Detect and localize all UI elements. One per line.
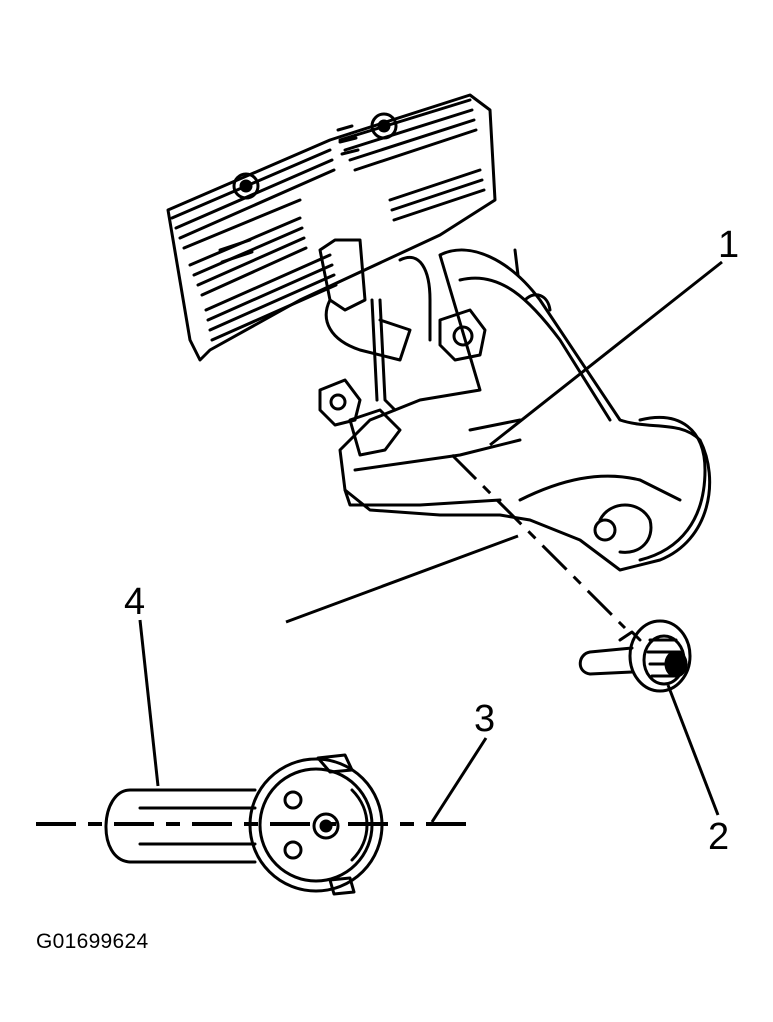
- leader-line-3: [430, 737, 488, 823]
- callout-3: 3: [474, 698, 496, 740]
- installation-axis-line: [450, 453, 627, 630]
- separator-line: [285, 534, 519, 624]
- leader-lines: [138, 260, 723, 823]
- callout-1: 1: [718, 224, 740, 266]
- leader-line-2: [666, 684, 720, 816]
- thermostat-housing: [318, 238, 712, 572]
- leader-line-4: [138, 619, 160, 787]
- callout-4: 4: [124, 581, 146, 623]
- coolant-temperature-sensor: [578, 619, 692, 693]
- figure-id: G01699624: [36, 930, 149, 953]
- leader-line-1: [489, 260, 723, 447]
- engine-cylinder-head: [166, 93, 497, 362]
- callout-2: 2: [708, 816, 730, 858]
